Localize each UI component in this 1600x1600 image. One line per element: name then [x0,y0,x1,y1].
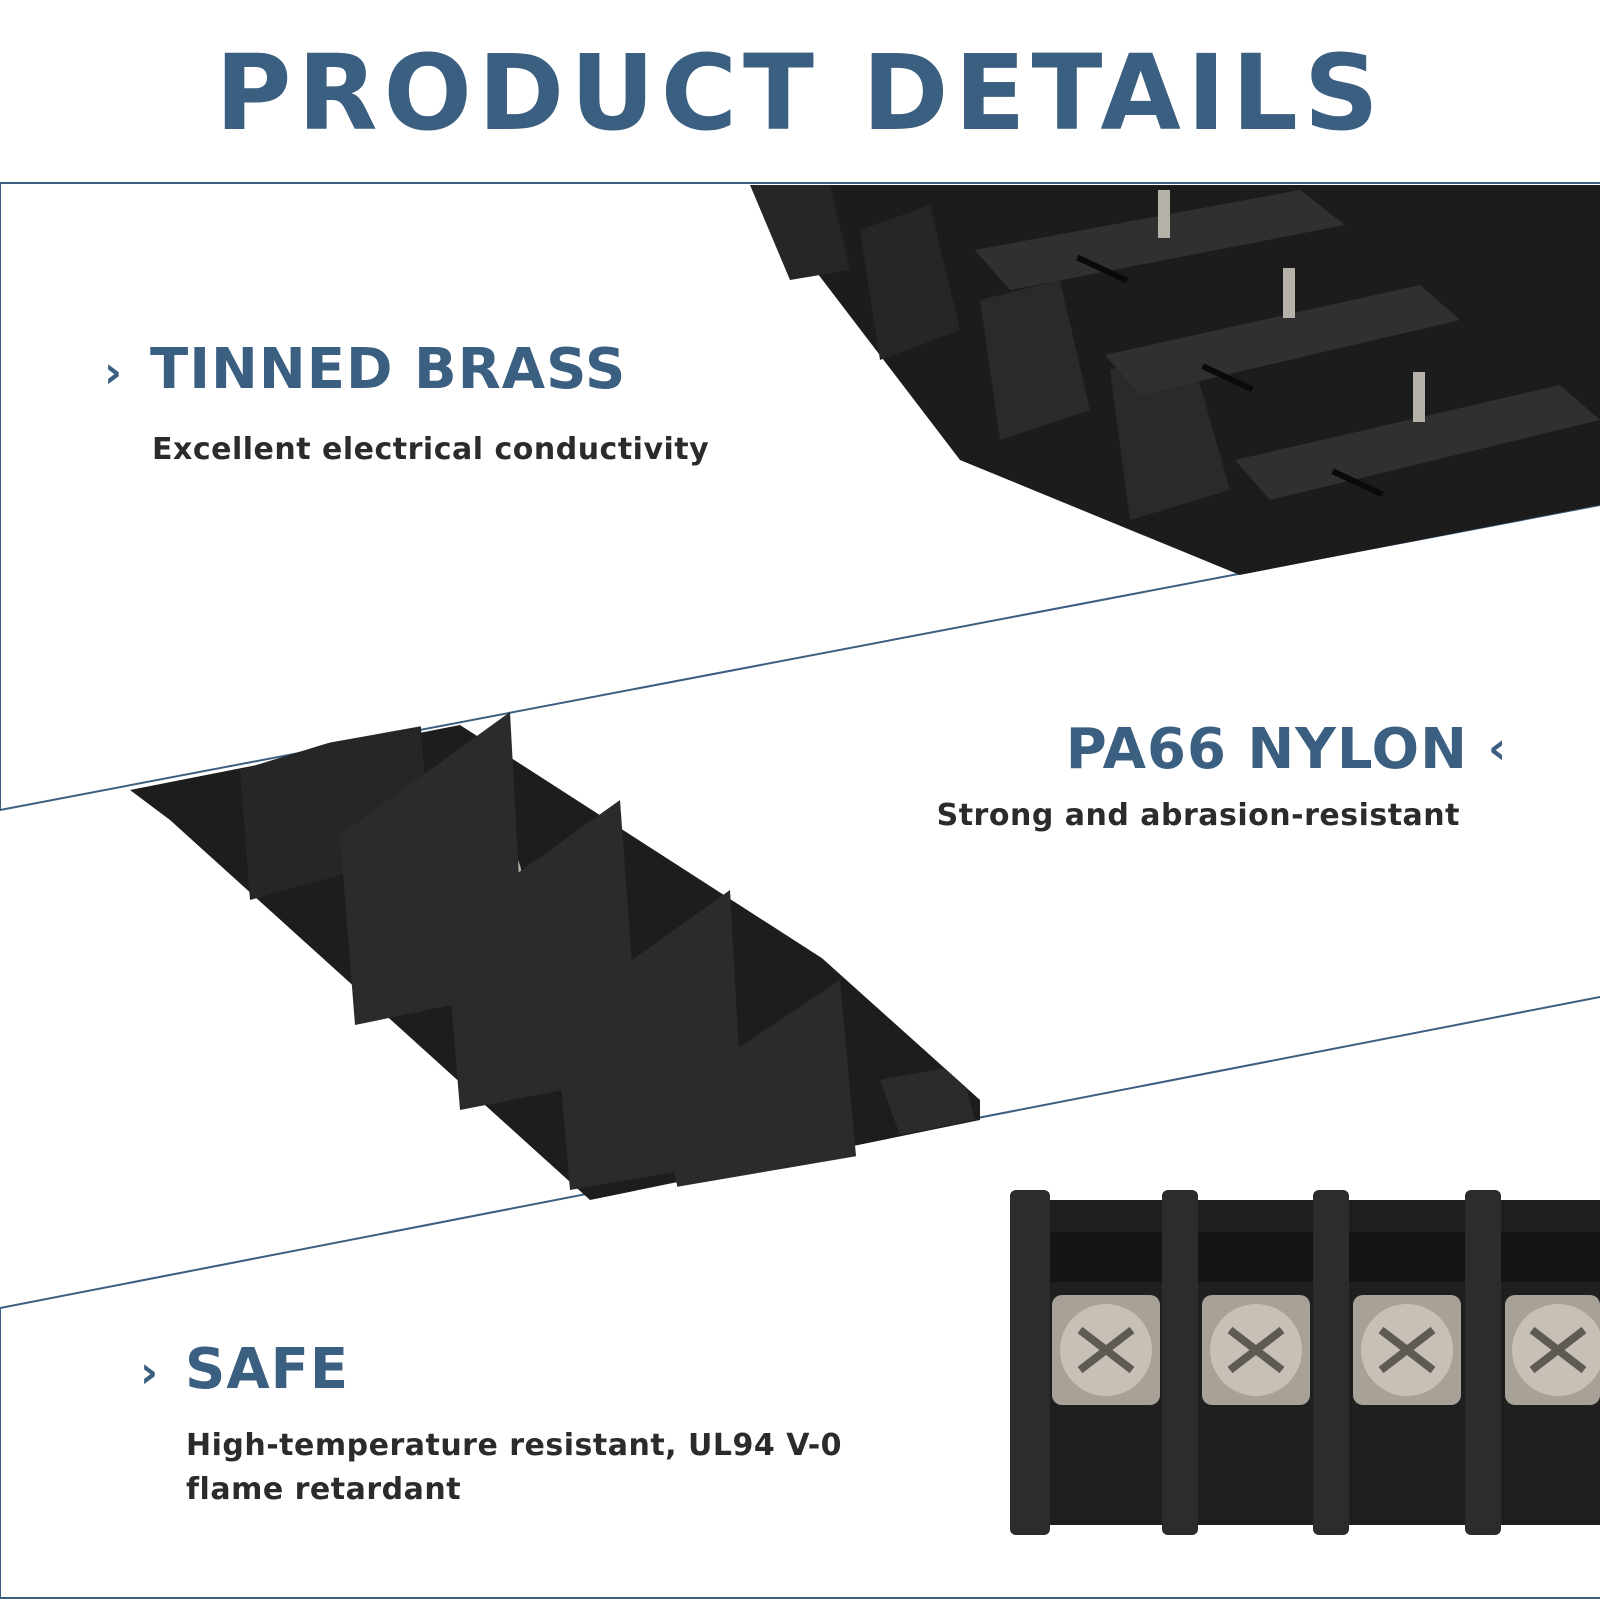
chevron-right-icon: › [104,347,123,398]
feature-title-pa66-nylon: PA66 NYLON [1065,717,1468,782]
bottom-panel-border [0,1308,1600,1599]
feature-title-tinned-brass: TINNED BRASS [150,337,627,402]
chevron-left-icon: ‹ [1488,723,1507,774]
photo-terminal-front [1010,1190,1600,1535]
top-panel-border [0,182,1600,810]
feature-desc-pa66-nylon: Strong and abrasion-resistant [936,798,1460,833]
feature-desc-safe-line-1: High-temperature resistant, UL94 V-0 [186,1428,843,1463]
chevron-right-icon: › [140,1347,159,1398]
photo-terminal-angled [130,712,980,1200]
page-title: PRODUCT DETAILS [215,32,1385,154]
photo-terminal-underside [750,185,1600,575]
feature-title-safe: SAFE [185,1337,350,1402]
feature-desc-tinned-brass: Excellent electrical conductivity [152,432,710,467]
feature-desc-safe-line-2: flame retardant [186,1472,462,1507]
